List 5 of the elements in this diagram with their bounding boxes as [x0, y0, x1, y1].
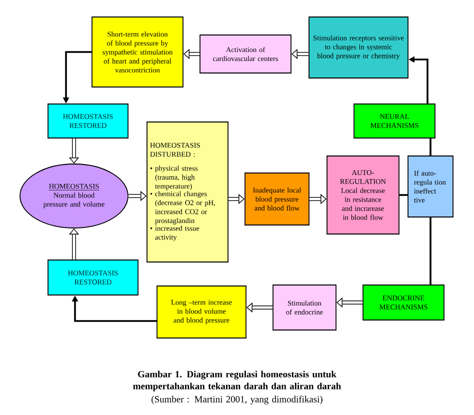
connector-line: [399, 194, 408, 196]
source-note: (Sumber : Martini 2001, yang dimodifikasi): [152, 396, 322, 404]
connector-line: [430, 138, 432, 156]
connector-line: [430, 217, 432, 285]
caption: Gambar 1. Diagram regulasi homeostasis untuk mempertahankan tekanan darah dan aliran darah: [133, 370, 341, 392]
